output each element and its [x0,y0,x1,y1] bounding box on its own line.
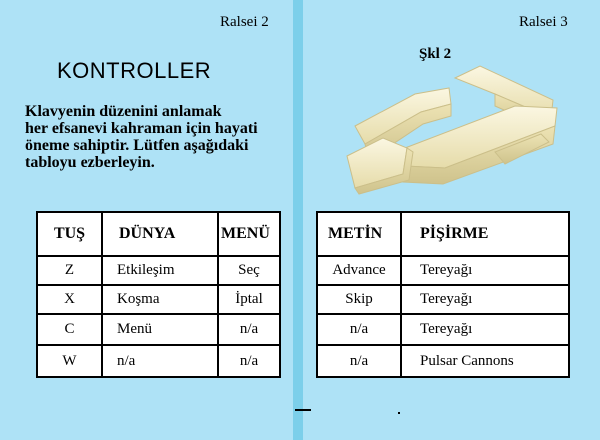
text-cell: Advance [316,255,402,286]
intro-line: öneme sahiptir. Lütfen aşağıdaki [25,137,249,154]
cooking-cell: Pulsar Cannons [400,344,570,378]
header-text: METİN [316,211,402,257]
cooking-cell: Tereyağı [400,255,570,286]
world-cell: Koşma [101,284,219,315]
table-row: Skip Tereyağı [316,284,570,315]
intro-paragraph: Klavyenin düzenini anlamak her efsanevi … [25,103,293,171]
key-cell: C [36,313,103,346]
table-row: C Menü n/a [36,313,281,346]
menu-cell: n/a [217,313,281,346]
page-title: KONTROLLER [57,58,212,83]
menu-cell: n/a [217,344,281,378]
table-row: X Koşma İptal [36,284,281,315]
menu-cell: Seç [217,255,281,286]
text-cell: Skip [316,284,402,315]
controls-table-right: METİN PİŞİRME Advance Tereyağı Skip Tere… [316,211,570,378]
intro-line: Klavyenin düzenini anlamak [25,103,222,120]
table-row: Advance Tereyağı [316,255,570,286]
header-world: DÜNYA [101,211,219,257]
world-cell: n/a [101,344,219,378]
controls-table-left: TUŞ DÜNYA MENÜ Z Etkileşim Seç X Koşma İ… [36,211,281,378]
cooking-cell: Tereyağı [400,284,570,315]
table-header-row: METİN PİŞİRME [316,211,570,257]
table-header-row: TUŞ DÜNYA MENÜ [36,211,281,257]
key-cell: X [36,284,103,315]
table-row: W n/a n/a [36,344,281,378]
header-menu: MENÜ [217,211,281,257]
text-cell: n/a [316,313,402,346]
figure-label: Şkl 2 [419,46,452,62]
page-marker [295,409,311,411]
key-cell: Z [36,255,103,286]
world-cell: Etkileşim [101,255,219,286]
table-row: Z Etkileşim Seç [36,255,281,286]
right-page-number: Ralsei 3 [519,14,568,30]
book-spine [293,0,303,440]
menu-cell: İptal [217,284,281,315]
world-cell: Menü [101,313,219,346]
cooking-cell: Tereyağı [400,313,570,346]
butter-sticks-image [346,65,558,195]
header-key: TUŞ [36,211,103,257]
page-marker-dot [398,412,400,414]
intro-line: tabloyu ezberleyin. [25,154,155,171]
intro-line: her efsanevi kahraman için hayati [25,120,258,137]
key-cell: W [36,344,103,378]
table-row: n/a Tereyağı [316,313,570,346]
left-page-number: Ralsei 2 [220,14,269,30]
table-row: n/a Pulsar Cannons [316,344,570,378]
text-cell: n/a [316,344,402,378]
header-cooking: PİŞİRME [400,211,570,257]
